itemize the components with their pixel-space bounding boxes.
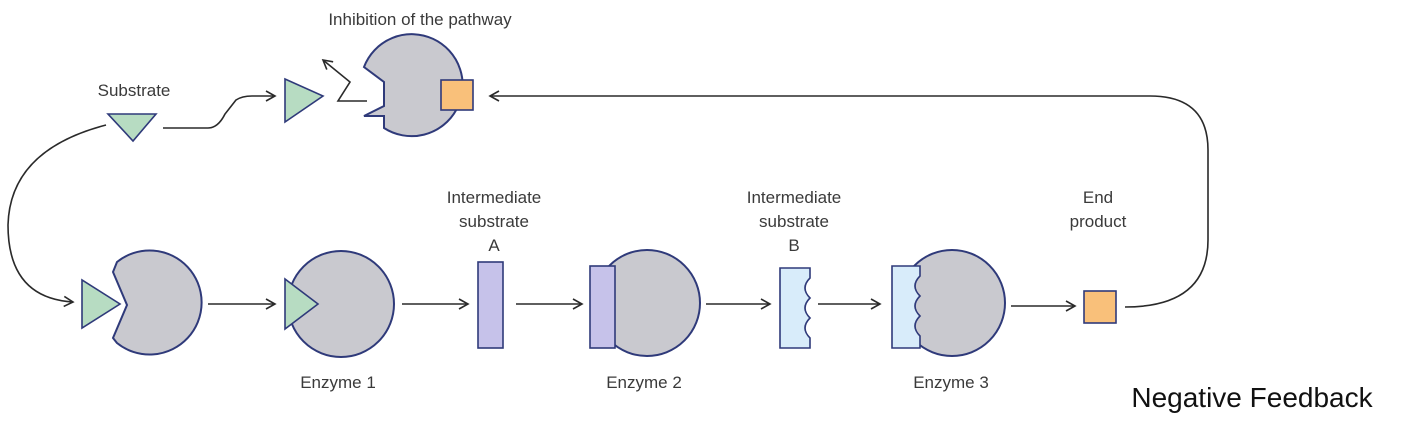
enzyme1-label: Enzyme 1 xyxy=(300,373,376,392)
enzyme3-label: Enzyme 3 xyxy=(913,373,989,392)
enzyme2-label: Enzyme 2 xyxy=(606,373,682,392)
intermediate-a-label-line1: Intermediate xyxy=(447,188,542,207)
deflect-arrow xyxy=(321,58,367,102)
inhibition-label: Inhibition of the pathway xyxy=(328,10,512,29)
end-product-label-line1: End xyxy=(1083,188,1113,207)
enzyme-with-open-site xyxy=(111,249,203,356)
enzyme1-bound-substrate xyxy=(284,277,320,331)
diagram-caption: Negative Feedback xyxy=(1131,382,1373,413)
end-product-inhibitor xyxy=(440,79,474,111)
intermediate-b-shape xyxy=(779,267,812,349)
substrate-shape xyxy=(106,113,158,143)
feedback-arrow xyxy=(488,90,1209,308)
substrate-to-inhibited-enzyme-arrow xyxy=(163,90,277,129)
end-product-shape xyxy=(1083,290,1117,324)
enzyme3-bound-intermediate-b xyxy=(891,265,922,349)
enzyme2-bound-intermediate-a xyxy=(589,265,616,349)
intermediate-a-label-line3: A xyxy=(488,236,500,255)
inhibited-enzyme xyxy=(362,33,464,138)
intermediate-b-label-line2: substrate xyxy=(759,212,829,231)
intermediate-a-shape xyxy=(477,261,504,349)
intermediate-b-label-line3: B xyxy=(788,236,799,255)
intermediate-b-label-line1: Intermediate xyxy=(747,188,842,207)
blocked-substrate-shape xyxy=(284,77,325,124)
end-product-label-line2: product xyxy=(1070,212,1127,231)
substrate-label: Substrate xyxy=(98,81,171,100)
intermediate-a-label-line2: substrate xyxy=(459,212,529,231)
substrate-to-enzyme1-arrow xyxy=(7,124,107,308)
substrate-entering-shape xyxy=(81,278,122,330)
